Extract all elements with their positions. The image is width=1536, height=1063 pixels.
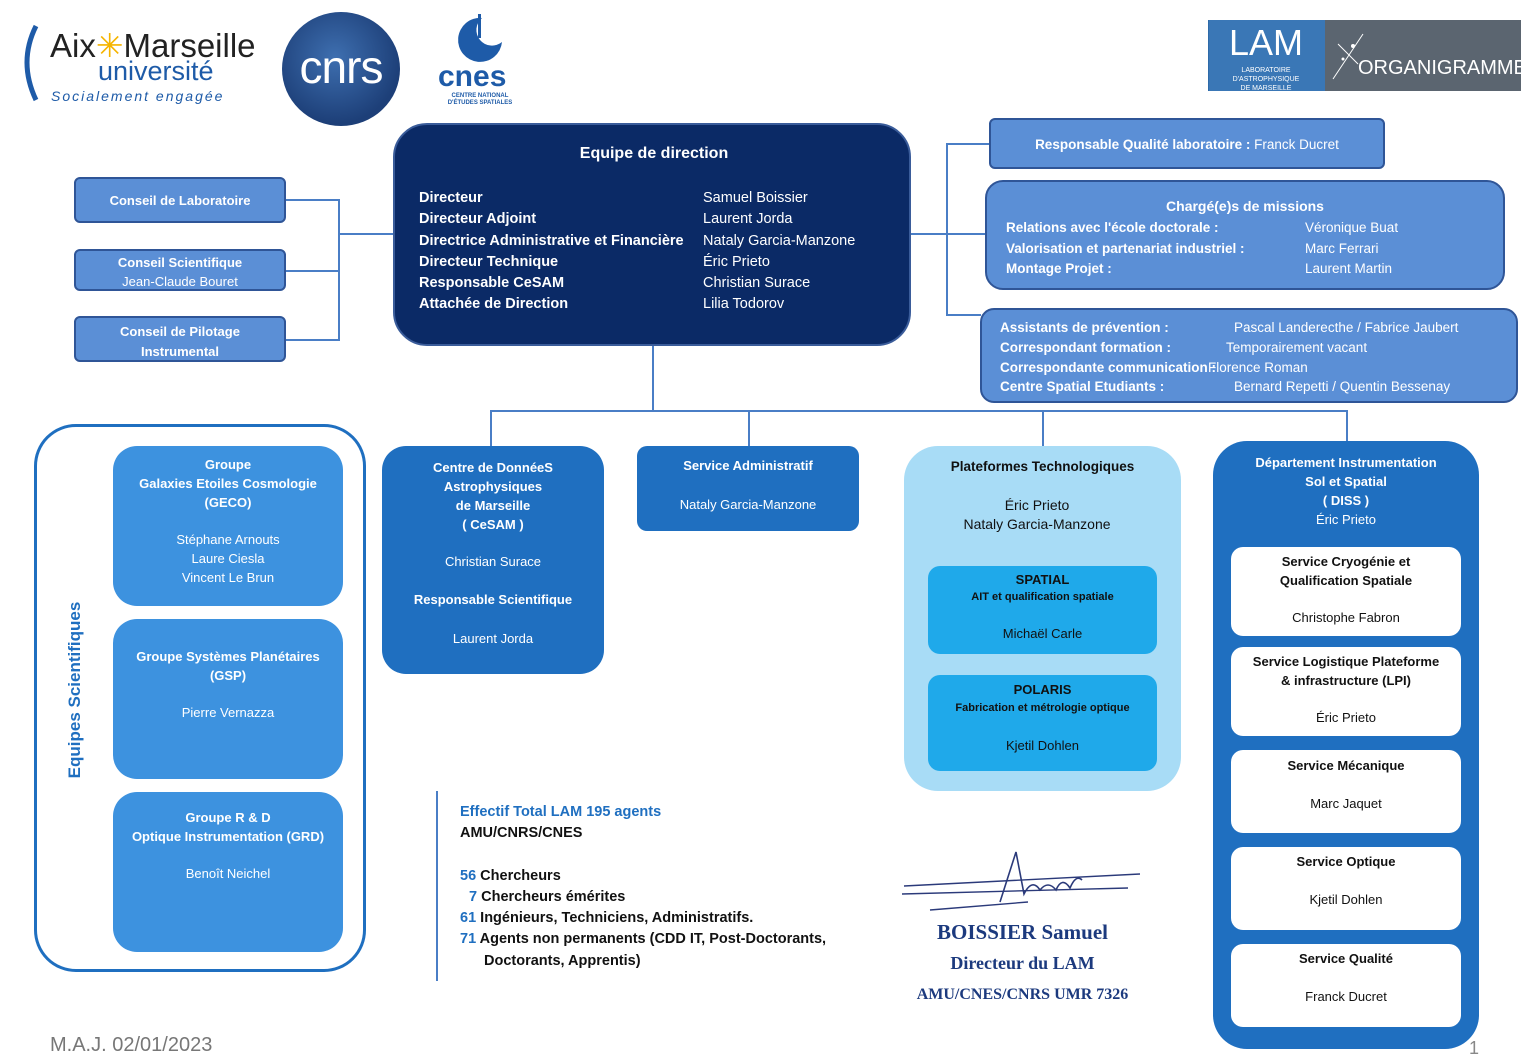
polaris-box: POLARIS Fabrication et métrologie optiqu…: [928, 675, 1157, 771]
page-number: 1: [1469, 1038, 1480, 1058]
service-optique-box: Service Optique Kjetil Dohlen: [1231, 847, 1461, 930]
service-logistique-box: Service Logistique Plateforme& infrastru…: [1231, 647, 1461, 736]
qualite-box: Responsable Qualité laboratoire : Franck…: [989, 118, 1385, 169]
star-burst-icon: [1332, 33, 1364, 80]
spatial-box: SPATIAL AIT et qualification spatiale Mi…: [928, 566, 1157, 654]
direction-title: Equipe de direction: [579, 145, 729, 162]
assistants-box: Assistants de prévention :Correspondant …: [980, 308, 1518, 403]
cnrs-logo: cnrs: [282, 12, 400, 126]
service-qualite-box: Service Qualité Franck Ducret: [1231, 944, 1461, 1027]
equipes-title: Equipes Scientifiques: [65, 601, 84, 779]
effectif-divider: [436, 791, 438, 981]
effectif-block: Effectif Total LAM 195 agents AMU/CNRS/C…: [460, 804, 827, 969]
service-administratif-box: Service Administratif Nataly Garcia-Manz…: [637, 446, 859, 531]
signature-icon: [901, 851, 1141, 911]
service-mecanique-box: Service Mécanique Marc Jaquet: [1231, 750, 1461, 833]
conseil-laboratoire-box: Conseil de Laboratoire: [74, 177, 286, 223]
star-icon: ✳: [95, 27, 124, 64]
update-date: M.A.J. 02/01/2023: [50, 1034, 213, 1056]
cnes-crescent-icon: [458, 14, 502, 62]
signature-block: BOISSIER Samuel Directeur du LAM AMU/CNE…: [916, 920, 1129, 1003]
gsp-box: Groupe Systèmes Planétaires(GSP) Pierre …: [113, 619, 343, 779]
amu-bracket-icon: [24, 24, 39, 102]
missions-box: Chargé(e)s de missions Relations avec l'…: [985, 180, 1505, 290]
